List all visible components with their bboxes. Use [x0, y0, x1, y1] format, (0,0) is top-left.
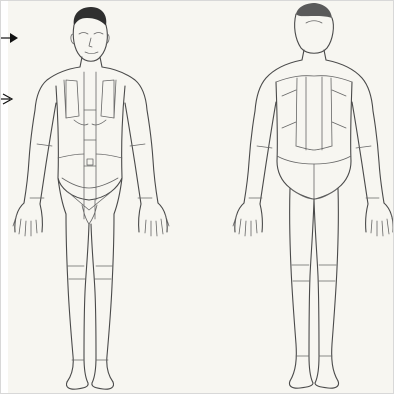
front-right-arm — [24, 110, 35, 203]
back-left-hand — [366, 203, 394, 232]
back-shoulders — [255, 60, 302, 111]
back-right-arm — [244, 111, 255, 203]
front-left-leg — [107, 214, 114, 382]
front-body-figure — [13, 7, 169, 389]
back-hair — [296, 3, 332, 18]
front-left-foot — [92, 382, 114, 389]
back-head — [295, 14, 334, 53]
back-right-hand — [235, 203, 263, 232]
back-body-figure — [233, 3, 394, 388]
front-left-arm — [147, 110, 158, 203]
back-right-foot — [289, 381, 313, 388]
front-right-leg — [66, 214, 73, 382]
back-right-leg — [290, 188, 297, 381]
front-pelvis — [58, 178, 122, 214]
back-left-foot — [315, 381, 339, 388]
back-left-arm — [373, 111, 384, 203]
front-right-foot — [66, 382, 88, 389]
lower-arrow-icon — [0, 94, 12, 104]
front-left-hand — [139, 203, 168, 232]
front-right-hand — [15, 203, 43, 232]
front-head — [73, 25, 107, 61]
back-left-leg — [332, 188, 339, 381]
upper-arrow-icon — [0, 33, 18, 43]
front-hair — [74, 7, 107, 26]
